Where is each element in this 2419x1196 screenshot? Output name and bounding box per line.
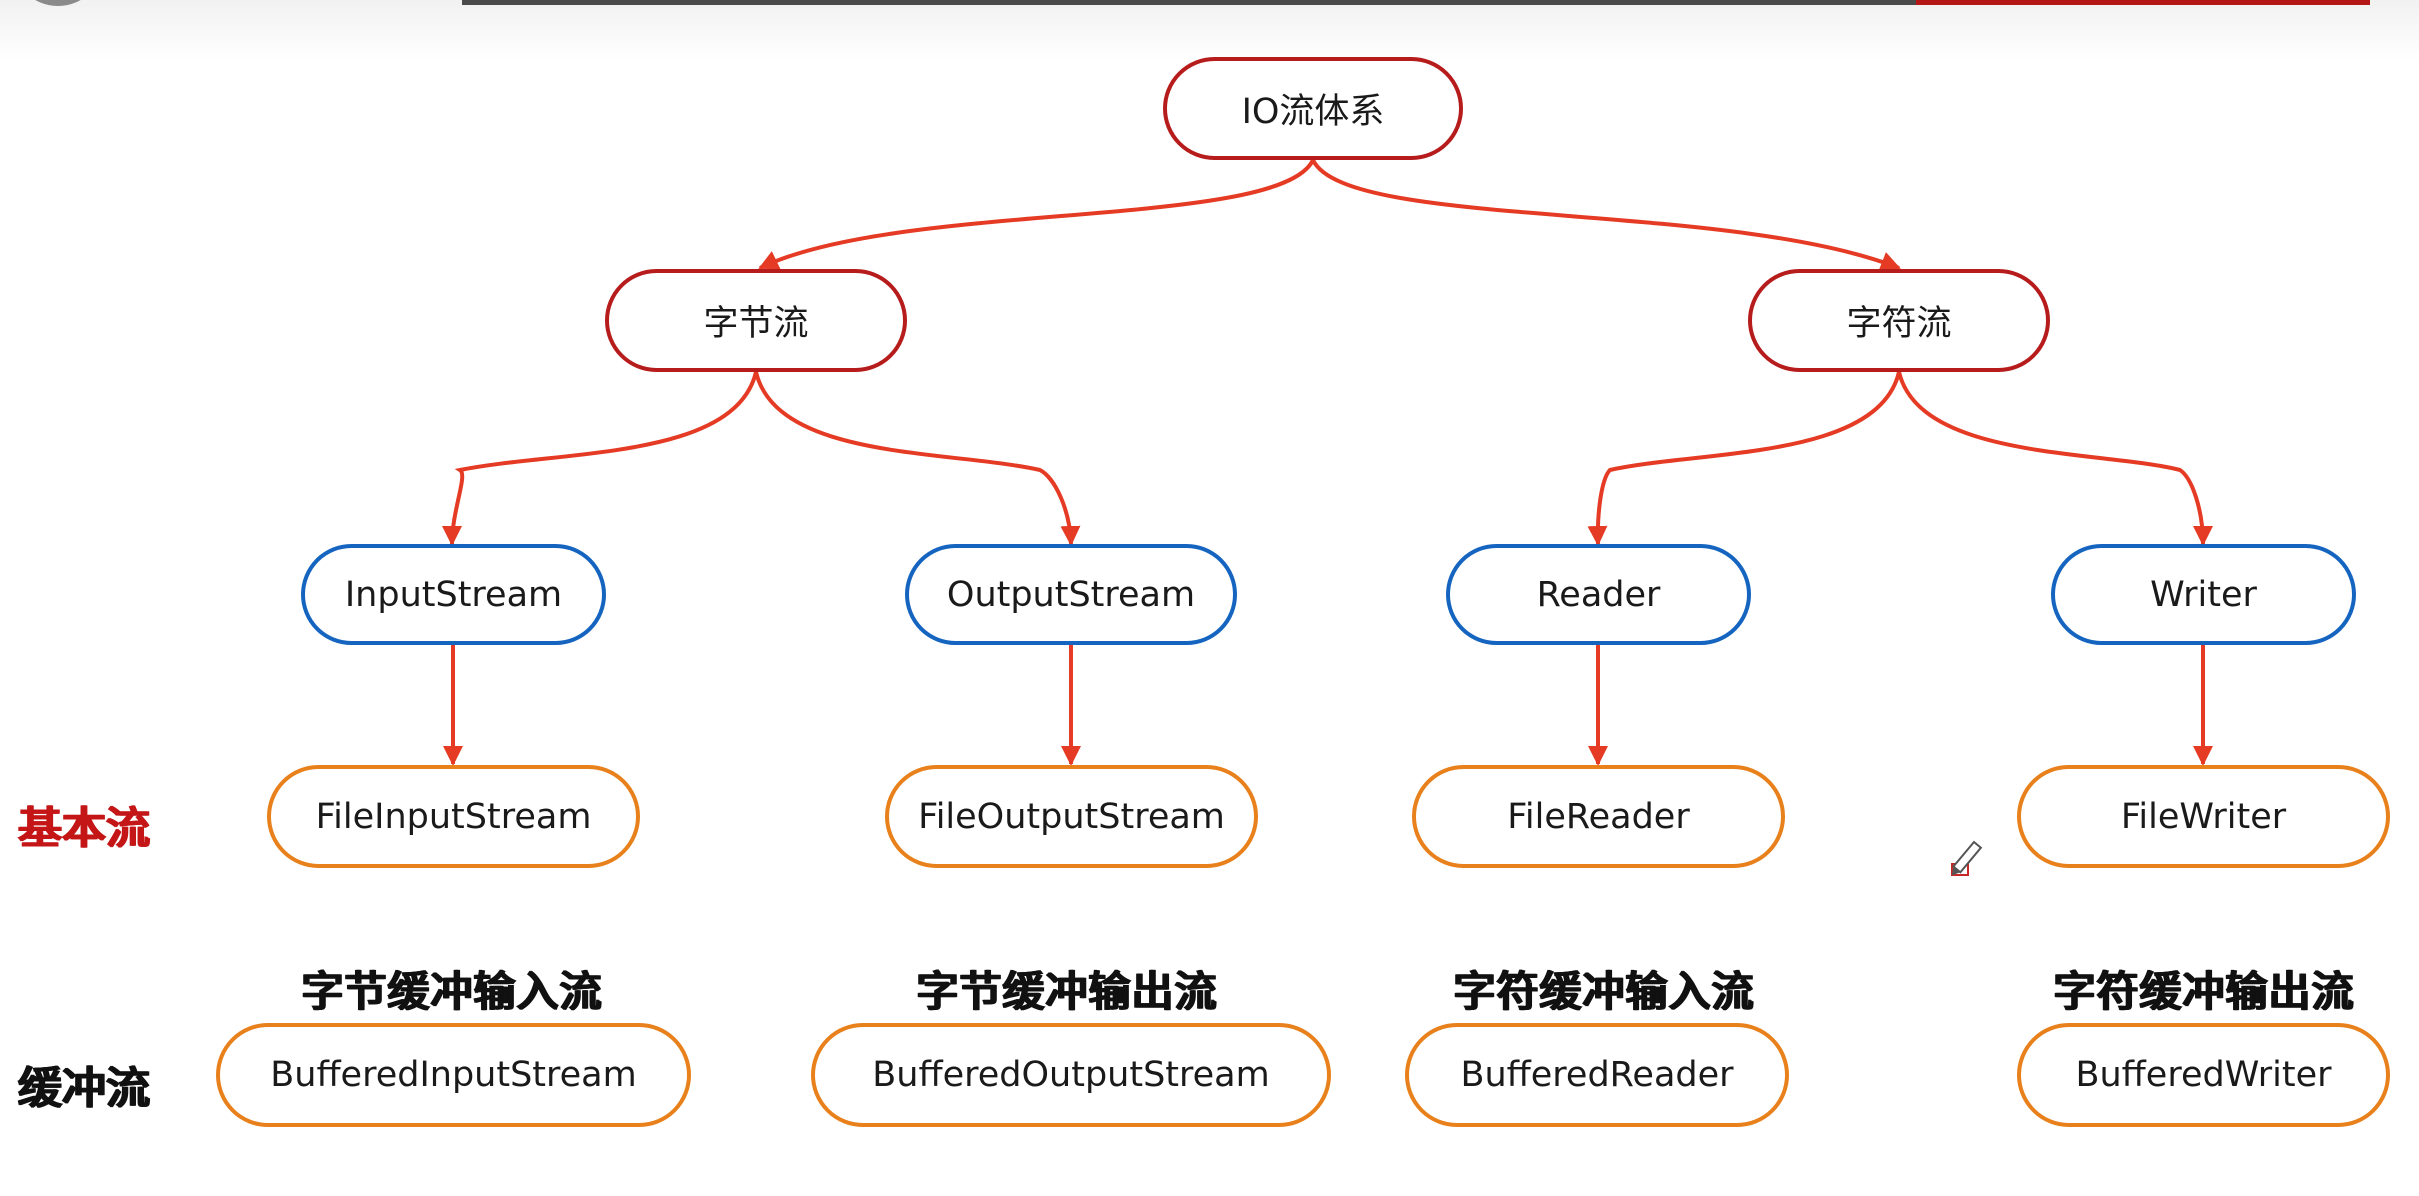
writer-label: Writer <box>2150 574 2257 615</box>
edge-root-to-char-stream <box>1311 159 1901 271</box>
outputstream-node: OutputStream <box>905 544 1237 645</box>
edge-byte-to-outputstream <box>754 371 1081 546</box>
filereader-node: FileReader <box>1412 765 1785 868</box>
byte-buffered-output-caption: 字节缓冲输出流 <box>916 967 1218 1016</box>
filereader-label: FileReader <box>1507 796 1690 837</box>
edge-char-to-reader <box>1587 371 1901 546</box>
edge-char-to-writer <box>1897 371 2213 546</box>
byte-stream-label: 字节流 <box>703 304 809 344</box>
basic-stream-row-label: 基本流 <box>18 803 150 854</box>
byte-stream-node: 字节流 <box>605 269 907 372</box>
root-node: IO流体系 <box>1163 57 1463 160</box>
writer-node: Writer <box>2051 544 2356 645</box>
byte-buffered-input-caption: 字节缓冲输入流 <box>301 967 603 1016</box>
bufferedwriter-node: BufferedWriter <box>2017 1023 2390 1127</box>
progress-track <box>462 0 1916 5</box>
bufferedinputstream-label: BufferedInputStream <box>270 1055 637 1095</box>
char-buffered-output-caption: 字符缓冲输出流 <box>2053 967 2355 1016</box>
edge-byte-to-inputstream <box>442 371 758 546</box>
reader-node: Reader <box>1446 544 1751 645</box>
char-buffered-input-caption: 字符缓冲输入流 <box>1453 967 1755 1016</box>
char-stream-node: 字符流 <box>1748 269 2050 372</box>
inputstream-node: InputStream <box>301 544 606 645</box>
bufferedoutputstream-label: BufferedOutputStream <box>872 1055 1270 1095</box>
char-stream-label: 字符流 <box>1846 304 1952 344</box>
presenter-avatar <box>12 0 104 6</box>
bufferedinputstream-node: BufferedInputStream <box>216 1023 691 1127</box>
bufferedwriter-label: BufferedWriter <box>2075 1055 2332 1095</box>
filewriter-node: FileWriter <box>2017 765 2390 868</box>
outputstream-label: OutputStream <box>946 574 1196 615</box>
filewriter-label: FileWriter <box>2120 796 2287 837</box>
fileoutputstream-label: FileOutputStream <box>918 796 1225 837</box>
fileinputstream-node: FileInputStream <box>267 765 640 868</box>
fileoutputstream-node: FileOutputStream <box>885 765 1258 868</box>
bufferedreader-node: BufferedReader <box>1405 1023 1789 1127</box>
root-node-label: IO流体系 <box>1241 92 1385 132</box>
bufferedreader-label: BufferedReader <box>1460 1055 1734 1095</box>
edge-root-to-byte-stream <box>758 159 1315 270</box>
inputstream-label: InputStream <box>344 574 563 615</box>
reader-label: Reader <box>1536 574 1661 615</box>
pen-cursor-icon <box>1951 840 1983 876</box>
fileinputstream-label: FileInputStream <box>315 796 592 837</box>
progress-accent <box>1916 0 2370 5</box>
bufferedoutputstream-node: BufferedOutputStream <box>811 1023 1331 1127</box>
buffered-stream-row-label: 缓冲流 <box>18 1063 150 1114</box>
